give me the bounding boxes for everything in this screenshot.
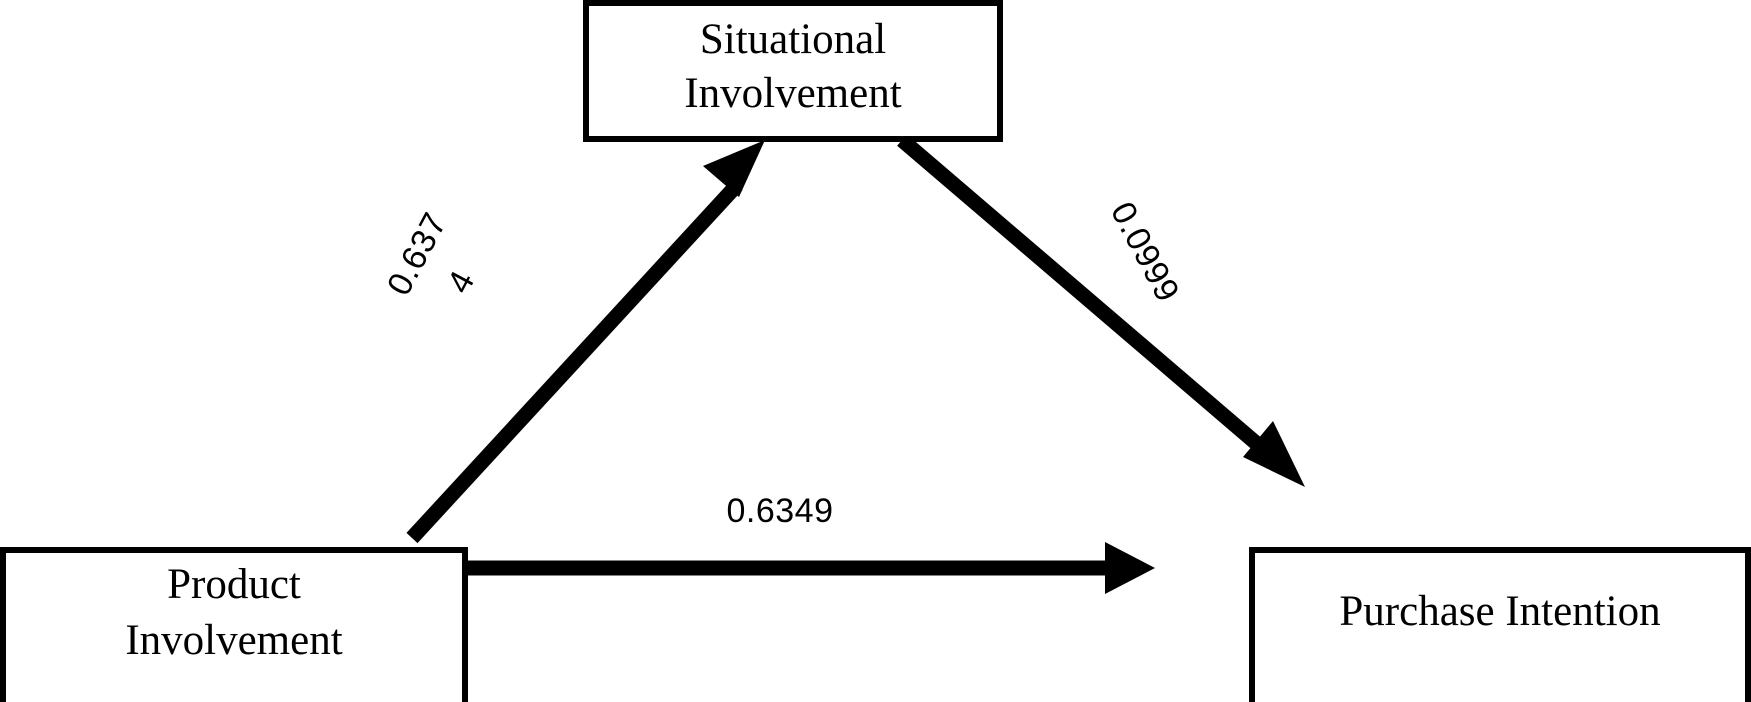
path-c-coefficient-group: 0.6349 bbox=[727, 492, 834, 530]
node-product-involvement-label-line1-visible: Product bbox=[167, 561, 301, 608]
path-c-arrow bbox=[425, 542, 1155, 594]
path-a-line bbox=[406, 179, 743, 544]
path-c-arrowhead bbox=[1105, 542, 1155, 594]
path-b-coefficient: 0.0999 bbox=[1103, 196, 1187, 308]
path-b-arrow bbox=[897, 134, 1305, 487]
path-a-arrowhead bbox=[703, 140, 765, 197]
node-situational-involvement-box[interactable] bbox=[583, 0, 1003, 142]
node-purchase-intention-box[interactable] bbox=[1249, 547, 1751, 702]
node-product-involvement-label-line2: Involvement bbox=[125, 617, 342, 664]
node-situational-involvement-label-line2: Involvement bbox=[684, 70, 901, 117]
path-a-coefficient-overflow: 4 bbox=[440, 265, 483, 300]
path-b-arrowhead bbox=[1243, 421, 1305, 487]
node-purchase-intention[interactable]: Purchase Intention bbox=[1249, 547, 1751, 702]
path-a-coefficient: 0.637 bbox=[380, 206, 455, 301]
node-purchase-intention-label-line1: Purchase Intention bbox=[1339, 588, 1660, 635]
path-b-line bbox=[897, 134, 1275, 461]
path-a-arrow bbox=[406, 140, 765, 544]
path-c-coefficient: 0.6349 bbox=[727, 492, 834, 530]
node-situational-involvement-label-line1: Situational bbox=[700, 16, 886, 63]
path-b-coefficient-group: 0.0999 bbox=[1103, 196, 1187, 308]
node-product-involvement[interactable]: Product Product Involvement bbox=[0, 547, 468, 702]
path-a-coefficient-group: 0.637 4 bbox=[380, 206, 483, 301]
node-product-involvement-box[interactable] bbox=[0, 547, 468, 702]
node-situational-involvement[interactable]: Situational Involvement bbox=[583, 0, 1003, 142]
